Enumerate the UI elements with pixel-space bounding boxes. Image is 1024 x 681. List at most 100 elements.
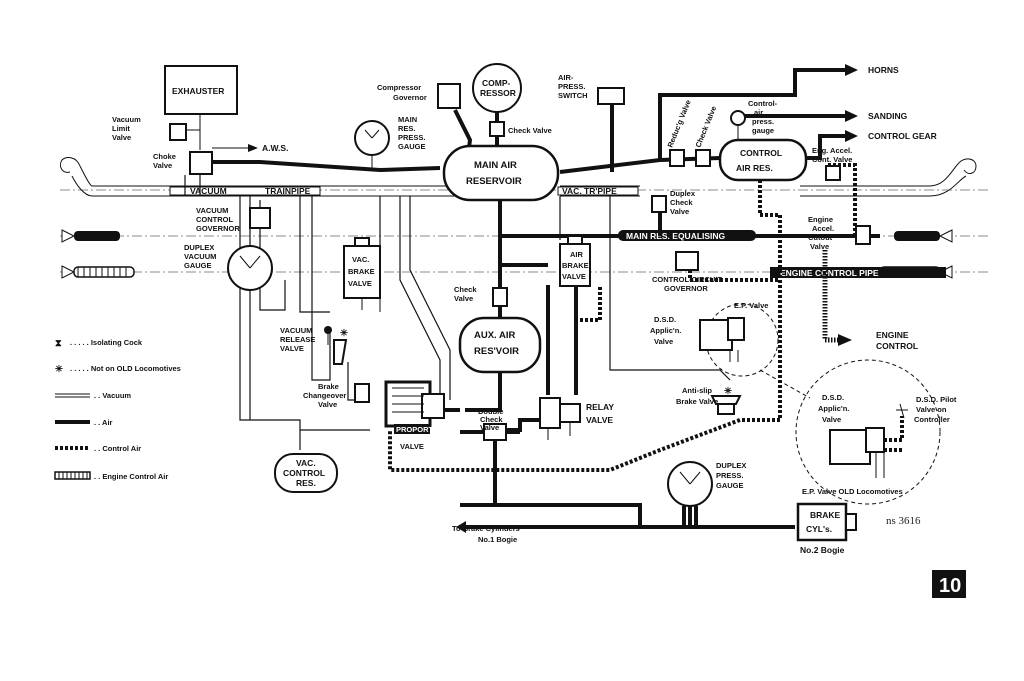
check-valve-right-box	[695, 149, 711, 167]
vac-trpipe-box	[557, 186, 639, 196]
check-valve-mid-box	[492, 287, 508, 307]
legend-engine-control-line	[54, 471, 91, 480]
dsd-applic-valve-l1: D.S.D.	[654, 315, 676, 324]
legend-vacuum-line	[55, 393, 90, 398]
dsd-pilot-l2: Valve on	[916, 405, 947, 414]
choke-valve-box	[189, 151, 213, 175]
vac-brake-valve-l3: VALVE	[348, 279, 372, 288]
vacuum-trainpipe-label: VACUUM	[190, 186, 227, 196]
main-air-reservoir	[442, 144, 560, 202]
compressor-l2: RESSOR	[480, 88, 516, 98]
double-check-valve-l2: Check	[480, 415, 503, 424]
vacuum-release-valve-l2: RELEASE	[280, 335, 315, 344]
check-valve-top-box	[489, 121, 505, 137]
legend-isolating-cock-text: . . . . . Isolating Cock	[70, 338, 143, 347]
eng-accel-cont-valve-l2: Cont. Valve	[812, 155, 852, 164]
duplex-press-gauge-l1: DUPLEX	[716, 461, 746, 470]
compressor-l1: COMP-	[482, 78, 511, 88]
engine-accel-cutout-l2: Accel.	[812, 224, 834, 233]
engine-control-l2: CONTROL	[876, 341, 918, 351]
legend: ⧗ . . . . . Isolating Cock ✳ . . . . . N…	[54, 338, 181, 481]
drawing-ref-label: ns 3616	[886, 515, 921, 527]
engine-accel-cutout-l1: Engine	[808, 215, 833, 224]
control-circuit-governor-l2: GOVERNOR	[664, 284, 708, 293]
main-res-equalising-pipe: MAIN RES. EQUALISING	[500, 230, 880, 241]
anti-slip-brake-valve-l1: Anti-slip	[682, 386, 712, 395]
vacuum-limit-valve-box	[169, 123, 187, 141]
control-air-pipework	[388, 163, 857, 472]
duplex-press-gauge-l3: GAUGE	[716, 481, 744, 490]
eng-accel-cont-valve-box	[825, 165, 841, 181]
vac-control-res-box	[274, 453, 338, 493]
inset-dsd-l2: Applic'n.	[818, 404, 849, 413]
dsd-pilot-l1: D.S.D. Pilot	[916, 395, 957, 404]
inset-pilot-valve-icon	[896, 403, 908, 419]
to-brake-cylinders-l1: To Brake Cylinders	[452, 524, 520, 533]
eng-accel-cont-valve-l1: Eng. Accel.	[812, 146, 852, 155]
duplex-vacuum-gauge-l1: DUPLEX	[184, 243, 214, 252]
aws-label: A.W.S.	[262, 143, 288, 153]
trainpipe-label: TRAINPIPE	[265, 186, 311, 196]
brake-changeover-valve-l3: Valve	[318, 400, 337, 409]
vacuum-limit-valve-l2: Limit	[112, 124, 130, 133]
legend-vacuum-text: . . Vacuum	[94, 391, 131, 400]
exhauster-label: EXHAUSTER	[172, 86, 224, 96]
vacuum-release-valve-l1: VACUUM	[280, 326, 312, 335]
main-res-gauge-l3: PRESS.	[398, 133, 426, 142]
dsd-pilot-l3: Controller	[914, 415, 950, 424]
main-air-pipework	[210, 68, 850, 529]
inset-dsd-valve-box	[829, 429, 871, 465]
vacuum-trainpipe-right-end	[800, 158, 977, 197]
vacuum-release-valve	[333, 339, 348, 365]
sanding-arrow	[845, 110, 858, 122]
main-res-gauge-l1: MAIN	[398, 115, 417, 124]
compressor-governor-box	[437, 83, 461, 109]
engine-control-arrow	[838, 334, 852, 346]
main-res-gauge-l2: RES.	[398, 124, 416, 133]
check-valve-top-label: Check Valve	[508, 126, 552, 135]
duplex-vacuum-gauge-l3: GAUGE	[184, 261, 212, 270]
brake-cyls-l1: BRAKE	[810, 510, 841, 520]
control-air-res-l2: AIR RES.	[736, 163, 773, 173]
control-circuit-governor-box	[675, 251, 699, 271]
control-air-gauge-l1: Control-	[748, 99, 778, 108]
duplex-vacuum-gauge-l2: VACUUM	[184, 252, 216, 261]
exhauster-box	[164, 65, 238, 115]
brake-cyls-box	[796, 502, 848, 542]
vacuum-control-governor-l2: CONTROL	[196, 215, 233, 224]
aws-arrow	[248, 144, 258, 152]
air-press-switch-l1: AIR-	[558, 73, 574, 82]
vacuum-control-governor-l1: VACUUM	[196, 206, 228, 215]
engine-control-pipe-label: ENGINE CONTROL PIPE	[780, 268, 879, 278]
legend-air-text: . . Air	[94, 418, 113, 427]
inset-dsd-l1: D.S.D.	[822, 393, 844, 402]
relay-valve-l2: VALVE	[586, 415, 613, 425]
control-air-res-l1: CONTROL	[740, 148, 782, 158]
control-gear-arrow	[845, 130, 858, 142]
main-res-equalising-label: MAIN RES. EQUALISING	[626, 231, 726, 241]
vac-trpipe-label: VAC. TR'PIPE	[562, 186, 617, 196]
proport-valve-l1: PROPORT.	[396, 425, 434, 434]
main-air-reservoir-l1: MAIN AIR	[474, 160, 517, 171]
proport-valve-l2: VALVE	[400, 442, 424, 451]
vacuum-control-governor-box	[249, 207, 271, 229]
vac-control-res-l3: RES.	[296, 478, 316, 488]
air-brake-valve-l2: BRAKE	[562, 261, 589, 270]
air-press-switch-l3: SWITCH	[558, 91, 588, 100]
compressor-governor-l1: Compressor	[377, 83, 421, 92]
aux-air-res-l2: RES'VOIR	[474, 346, 519, 357]
engine-accel-cutout-valve-box	[855, 225, 871, 245]
page-number: 10	[939, 575, 961, 597]
aux-air-res-l1: AUX. AIR	[474, 330, 515, 341]
asterisk-icon-release: ✳	[340, 328, 349, 339]
dsd-applic-valve-l2: Applic'n.	[650, 326, 681, 335]
double-check-valve-l3: Valve	[480, 423, 499, 432]
duplex-check-valve-l1: Duplex	[670, 189, 696, 198]
vac-brake-valve-box	[343, 245, 381, 299]
vacuum-control-governor-l3: GOVERNOR	[196, 224, 240, 233]
vac-brake-valve-l2: BRAKE	[348, 267, 375, 276]
check-valve-mid-l1: Check	[454, 285, 477, 294]
control-air-gauge-l3: press.	[752, 117, 774, 126]
relay-valve-box	[539, 397, 561, 429]
aux-air-reservoir	[458, 316, 542, 374]
